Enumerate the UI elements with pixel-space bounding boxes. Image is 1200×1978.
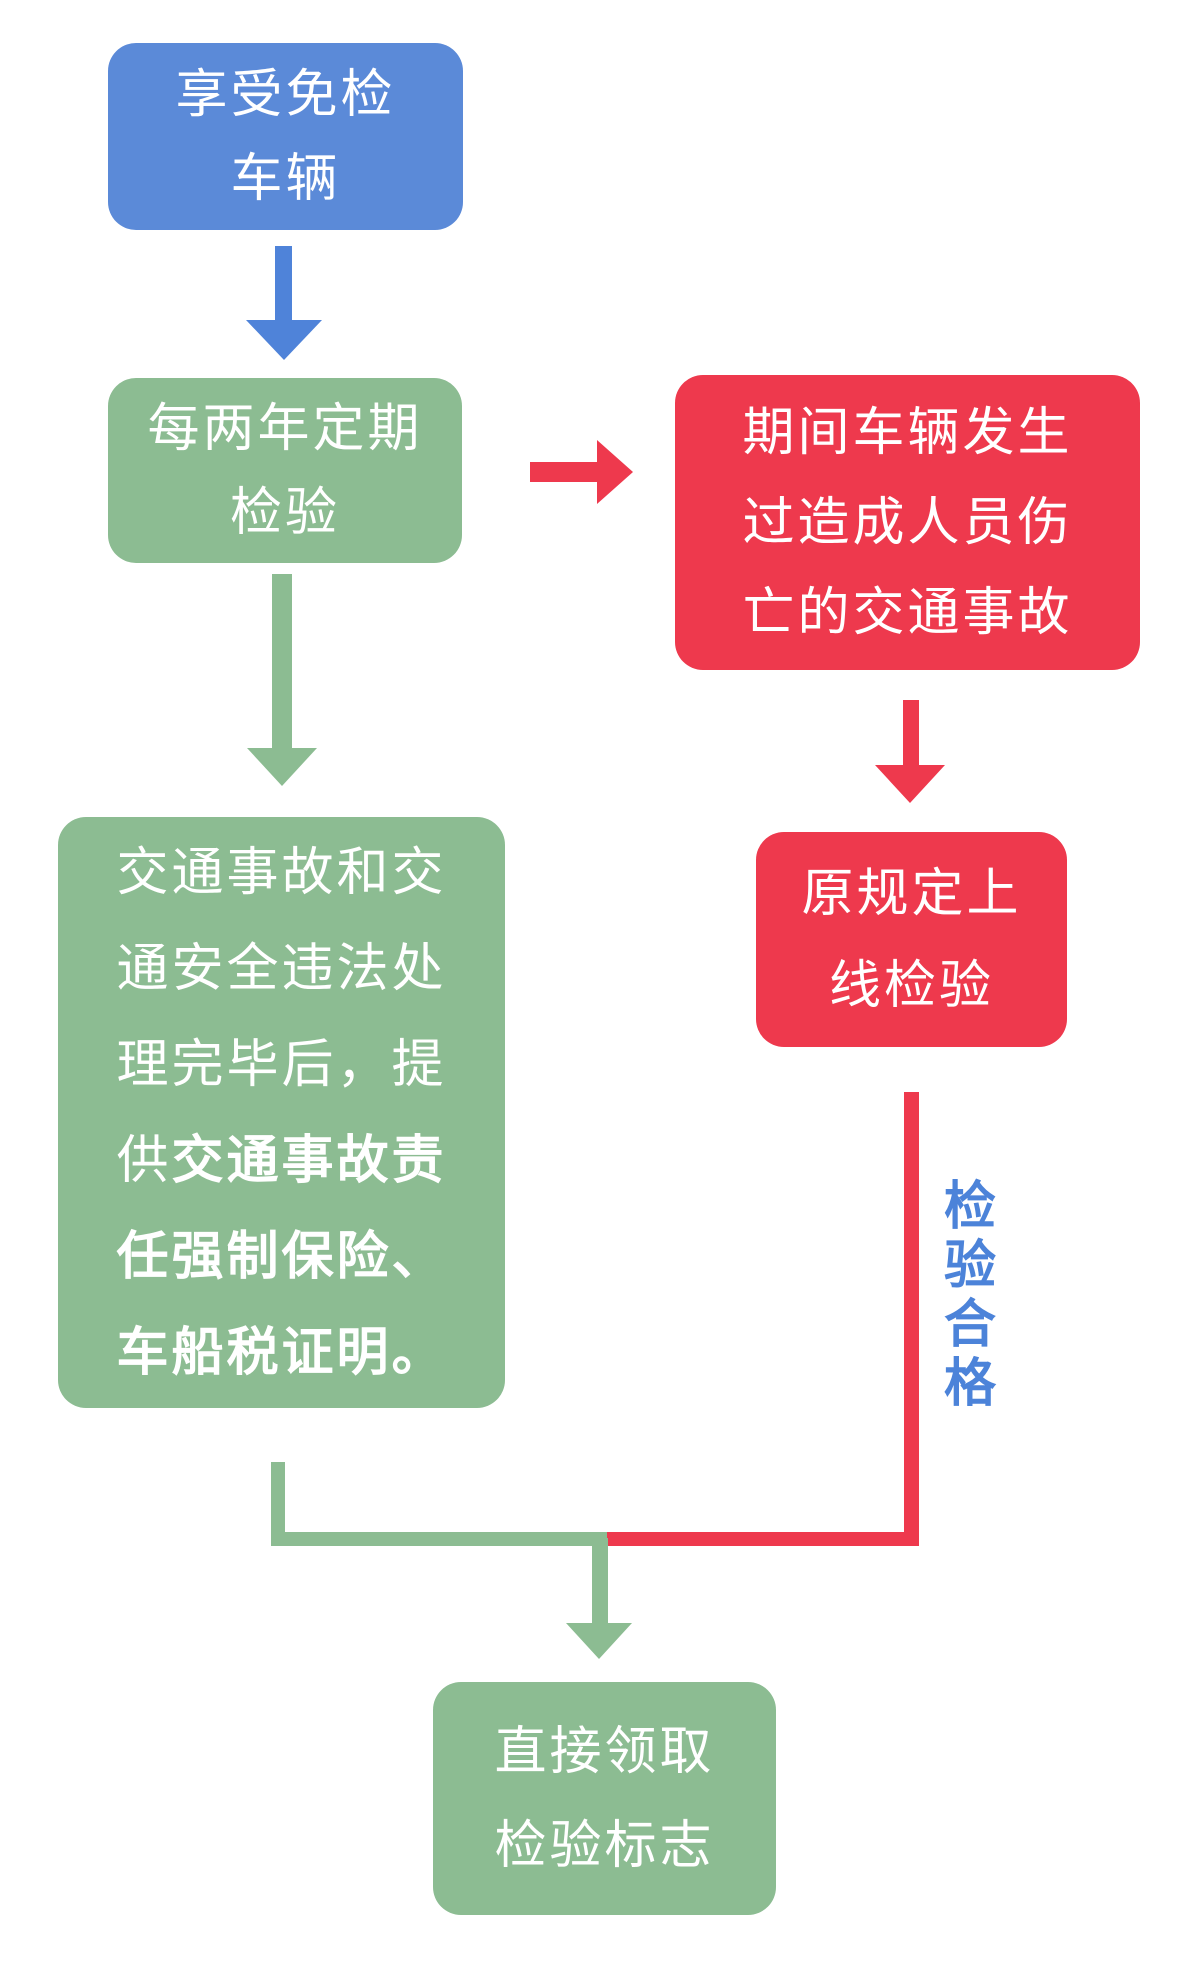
green-down-arrow-head (247, 748, 317, 786)
green-connector-horizontal (271, 1532, 607, 1546)
label-inspection-passed-char3: 合 (943, 1295, 996, 1355)
red-down-arrow-stem (903, 700, 919, 766)
label-inspection-passed-char4: 格 (943, 1354, 996, 1414)
node-after-line4-normal: 供 (116, 1130, 172, 1191)
node-after-processing: 交通事故和交 通安全违法处 理完毕后，提 供交通事故责 任强制保险、 车船税证明… (58, 817, 505, 1408)
node-after-line3: 理完毕后，提 (116, 1034, 447, 1095)
blue-down-arrow-head (246, 320, 322, 360)
node-after-line6: 车船税证明。 (116, 1322, 447, 1383)
green-down-arrow-stem (272, 574, 292, 750)
label-inspection-passed-char1: 检 (943, 1177, 996, 1237)
node-exempt-vehicle: 享受免检 车辆 (108, 43, 463, 230)
node-receive-mark: 直接领取 检验标志 (433, 1682, 776, 1915)
node-exempt-vehicle-line1: 享受免检 (175, 64, 396, 125)
node-exempt-vehicle-line2: 车辆 (230, 148, 341, 209)
node-receive-line2: 检验标志 (494, 1815, 715, 1876)
green-connector-vertical (271, 1462, 285, 1546)
label-inspection-passed-char2: 验 (943, 1236, 996, 1296)
node-after-line1: 交通事故和交 (116, 842, 447, 903)
red-right-arrow-head (597, 440, 633, 504)
node-after-line4: 供交通事故责 (116, 1113, 446, 1209)
node-receive-line1: 直接领取 (494, 1721, 715, 1782)
red-right-arrow-stem (530, 462, 597, 482)
merge-down-arrow-head (566, 1623, 632, 1659)
node-original-inspection: 原规定上 线检验 (756, 832, 1067, 1047)
blue-down-arrow-stem (275, 246, 292, 322)
label-inspection-passed: 检 验 合 格 (938, 1178, 1002, 1414)
node-original-line1: 原规定上 (801, 863, 1022, 924)
node-accident-line3: 亡的交通事故 (742, 582, 1073, 643)
node-accident-line2: 过造成人员伤 (742, 492, 1073, 553)
node-biennial-line1: 每两年定期 (147, 398, 423, 459)
red-down-arrow-head (875, 765, 945, 803)
node-after-line5: 任强制保险、 (116, 1226, 447, 1287)
node-after-line2: 通安全违法处 (116, 938, 447, 999)
node-accident-occurred: 期间车辆发生 过造成人员伤 亡的交通事故 (675, 375, 1140, 670)
node-accident-line1: 期间车辆发生 (742, 402, 1073, 463)
node-biennial-line2: 检验 (229, 482, 340, 543)
node-original-line2: 线检验 (828, 955, 994, 1016)
merge-down-arrow-stem (592, 1538, 608, 1623)
node-after-line4-bold: 交通事故责 (171, 1130, 447, 1191)
red-connector-horizontal (599, 1532, 919, 1546)
red-connector-vertical (904, 1092, 919, 1546)
node-biennial-inspection: 每两年定期 检验 (108, 378, 462, 563)
